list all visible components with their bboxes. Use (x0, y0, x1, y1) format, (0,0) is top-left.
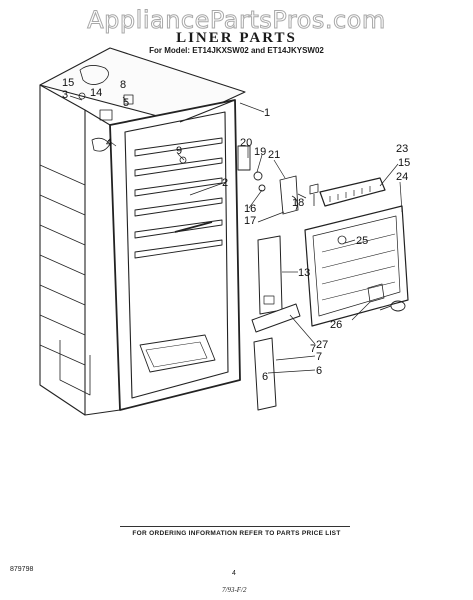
ordering-note: FOR ORDERING INFORMATION REFER TO PARTS … (132, 530, 341, 537)
callout: 19 (254, 146, 266, 158)
callout: 14 (90, 87, 102, 99)
callout: 6 (262, 371, 268, 383)
control-parts (237, 145, 409, 411)
leader-lines (69, 95, 403, 374)
callout: 8 (120, 79, 126, 91)
liner-cabinet (39, 47, 246, 416)
document-number: 879798 (10, 566, 34, 573)
callout: 7 (310, 343, 316, 355)
callout: 9 (176, 145, 182, 157)
callout: 25 (356, 235, 368, 247)
callout: 26 (330, 319, 342, 331)
callout: 1 (264, 107, 270, 119)
callout: 13 (298, 267, 310, 279)
callout: 21 (268, 149, 280, 161)
callout: 24 (396, 171, 408, 183)
callout: 6 (316, 365, 322, 377)
date-code: 7/93-F/2 (222, 586, 247, 594)
callout: 23 (396, 143, 408, 155)
callout-labels: 1 2 3 4 5 6 7 8 9 13 14 15 16 17 18 19 2… (62, 77, 410, 383)
callout: 27 (316, 339, 328, 351)
callout: 20 (240, 137, 252, 149)
callout: 16 (244, 203, 256, 215)
callout: 15 (62, 77, 74, 89)
page-title: LINER PARTS (176, 30, 297, 46)
callout: 17 (244, 215, 256, 227)
callout: 7 (316, 351, 322, 363)
page-number: 4 (232, 570, 236, 577)
callout: 18 (292, 197, 304, 209)
callout: 5 (123, 97, 129, 109)
callout: 4 (106, 137, 112, 149)
watermark: AppliancePartsPros.com (87, 6, 386, 35)
callout: 2 (222, 177, 228, 189)
callout: 3 (62, 89, 68, 101)
callout: 15 (398, 157, 410, 169)
footer-rule (120, 526, 350, 527)
model-subtitle: For Model: ET14JKXSW02 and ET14JKYSW02 (149, 46, 324, 55)
